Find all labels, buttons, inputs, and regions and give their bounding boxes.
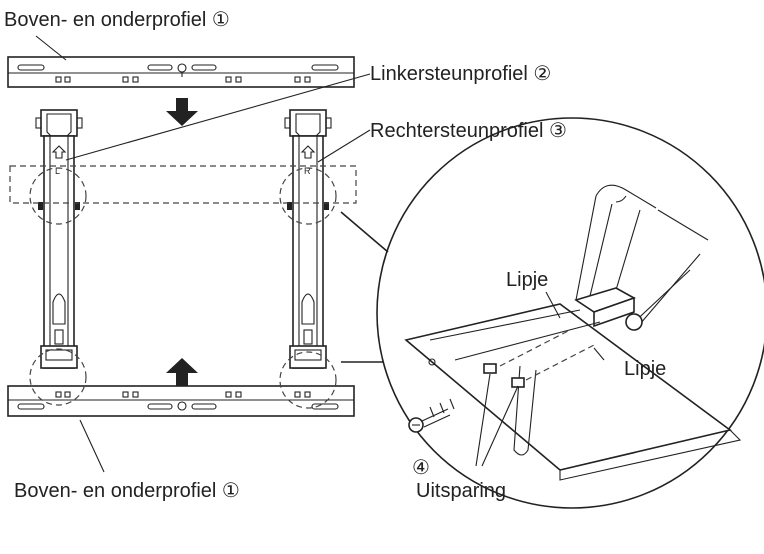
- leader-bottom-profile: [79, 419, 105, 473]
- right-mark: R: [304, 166, 311, 176]
- leader-tab-1: [545, 291, 561, 319]
- bottom-profile-label: Boven- en onderprofiel ①: [14, 480, 240, 502]
- tab-label-2: Lipje: [624, 358, 666, 380]
- leader-top-profile: [35, 35, 67, 61]
- leader-right-support: [317, 129, 371, 163]
- recess-label: Uitsparing: [416, 480, 506, 502]
- left-top-highlight: [29, 167, 87, 225]
- leader-tab-2: [593, 347, 605, 361]
- screw-label: ④: [412, 457, 430, 479]
- up-arrow-icon: [166, 358, 198, 386]
- attachment-zone: [9, 165, 357, 204]
- bottom-profile: [7, 385, 355, 417]
- leader-left-support: [65, 73, 371, 161]
- detail-drawing: [404, 184, 742, 481]
- left-support-label: Linkersteunprofiel ②: [370, 63, 551, 85]
- detail-callout: [340, 211, 389, 363]
- leader-recess-2: [481, 385, 519, 467]
- leader-recess-1: [475, 373, 491, 467]
- top-profile-label: Boven- en onderprofiel ①: [4, 9, 230, 31]
- right-top-highlight: [279, 167, 337, 225]
- screw-icon: [408, 398, 455, 433]
- tab-label-1: Lipje: [506, 269, 548, 291]
- right-support-profile: [284, 109, 332, 369]
- right-bottom-highlight: [279, 351, 337, 409]
- right-support-label: Rechtersteunprofiel ③: [370, 120, 567, 142]
- down-arrow-icon: [166, 98, 198, 126]
- left-support-profile: [35, 109, 83, 369]
- top-profile: [7, 56, 355, 88]
- left-mark: L: [55, 166, 60, 176]
- left-bottom-highlight: [29, 348, 87, 406]
